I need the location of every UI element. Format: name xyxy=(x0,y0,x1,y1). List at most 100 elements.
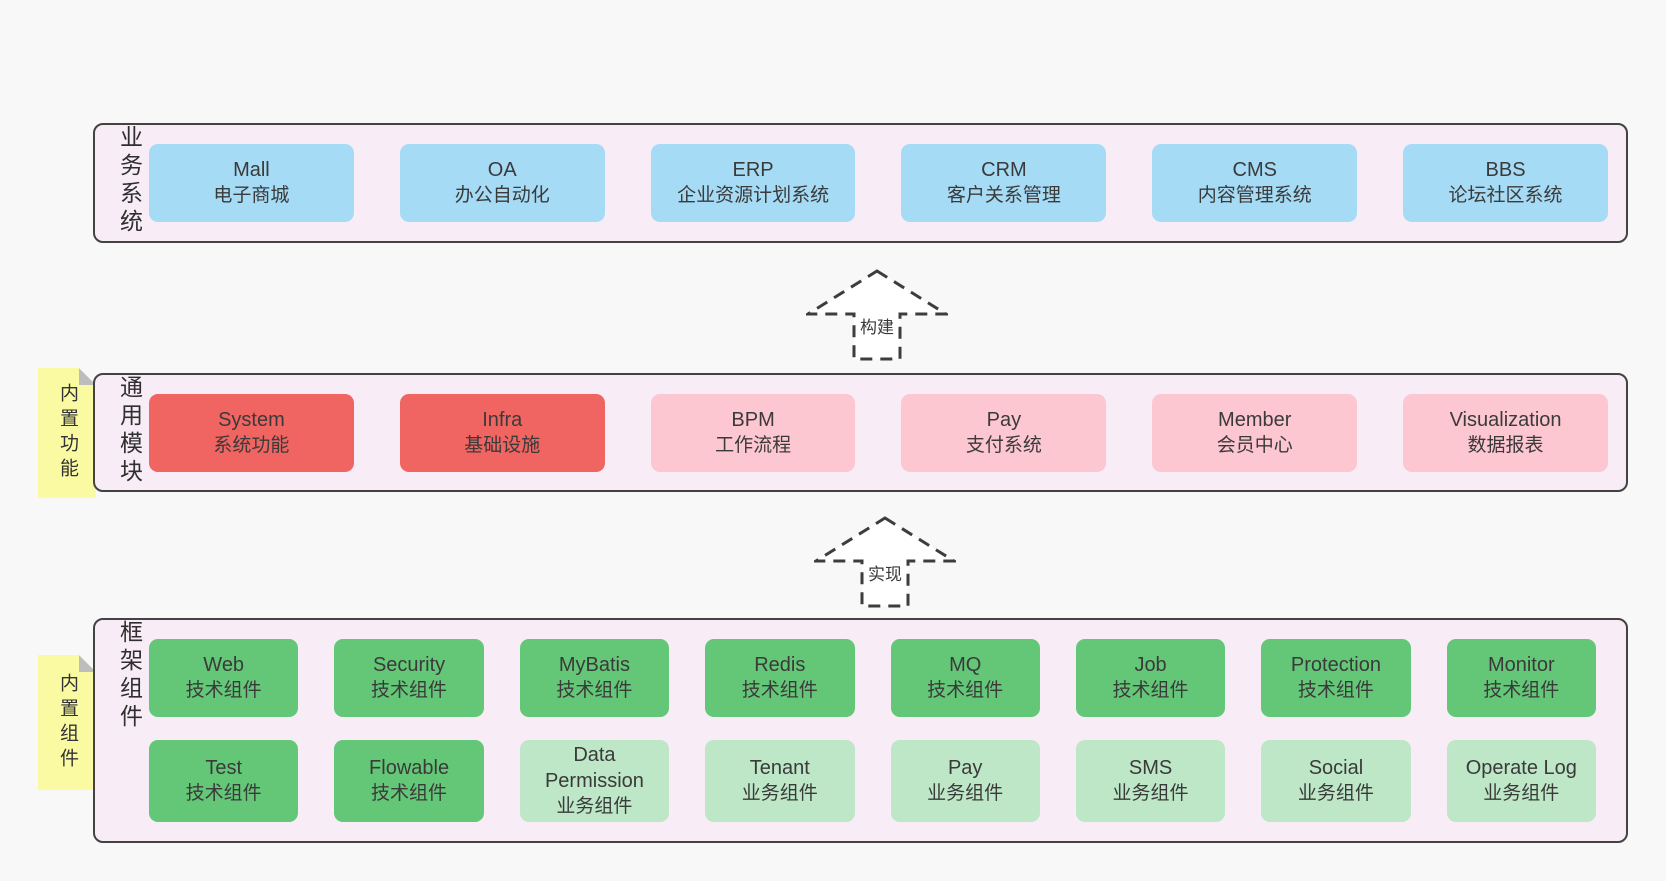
box-subtitle: 工作流程 xyxy=(715,434,792,456)
arrow-label: 实现 xyxy=(865,560,905,585)
box-infra: Infra 基础设施 xyxy=(399,393,605,472)
box-title: Flowable xyxy=(369,757,450,779)
box-title: BPM xyxy=(731,408,775,431)
component-row-1: Web 技术组件 Security 技术组件 MyBatis 技术组件 Redi… xyxy=(149,639,1596,717)
box-subtitle: 业务组件 xyxy=(1483,783,1560,804)
box-bpm: BPM 工作流程 xyxy=(650,393,856,472)
box-subtitle: 会员中心 xyxy=(1216,434,1293,456)
box-subtitle: 业务组件 xyxy=(1297,783,1374,804)
component-row-2: Test 技术组件 Flowable 技术组件 Data Permission … xyxy=(149,740,1596,822)
box-social: Social 业务组件 xyxy=(1261,740,1411,822)
box-subtitle: 技术组件 xyxy=(371,680,448,701)
box-sms: SMS 业务组件 xyxy=(1075,740,1226,822)
box-title: Member xyxy=(1218,408,1292,431)
box-subtitle: 业务组件 xyxy=(556,796,633,817)
box-flowable: Flowable 技术组件 xyxy=(334,740,484,822)
box-member: Member 会员中心 xyxy=(1152,393,1358,472)
box-subtitle: 技术组件 xyxy=(185,680,262,701)
arrow-label: 构建 xyxy=(857,313,897,338)
box-title: Data Permission xyxy=(544,744,644,792)
box-title: Security xyxy=(372,654,446,676)
box-subtitle: 业务组件 xyxy=(741,783,818,804)
box-system: System 系统功能 xyxy=(149,393,354,472)
box-subtitle: 系统功能 xyxy=(213,434,290,456)
box-pay-business: Pay 业务组件 xyxy=(890,740,1040,822)
box-subtitle: 技术组件 xyxy=(371,783,448,804)
band-label: 业务系统 xyxy=(116,125,143,237)
band-label: 框架组件 xyxy=(116,620,143,732)
sticky-note-builtin-features: 内置功能 xyxy=(38,368,96,498)
box-title: Operate Log xyxy=(1465,757,1577,779)
box-security: Security 技术组件 xyxy=(334,639,484,717)
box-protection: Protection 技术组件 xyxy=(1261,639,1411,717)
box-title: MQ xyxy=(949,654,982,676)
band-business-systems: 业务系统 Mall 电子商城 OA 办公自动化 ERP 企业资源计划系统 CRM… xyxy=(93,123,1628,243)
sticky-note-label: 内置功能 xyxy=(57,383,78,483)
box-title: Job xyxy=(1134,654,1167,676)
box-operate-log: Operate Log 业务组件 xyxy=(1446,740,1596,822)
box-title: Web xyxy=(203,654,245,676)
box-title: OA xyxy=(487,159,517,181)
box-title: Monitor xyxy=(1487,654,1555,676)
arrow-implement: 实现 xyxy=(814,516,956,608)
box-title: BBS xyxy=(1485,159,1526,181)
box-title: CMS xyxy=(1232,159,1277,181)
box-pay: Pay 支付系统 xyxy=(901,393,1107,472)
box-visualization: Visualization 数据报表 xyxy=(1403,393,1608,472)
box-redis: Redis 技术组件 xyxy=(705,639,855,717)
box-subtitle: 业务组件 xyxy=(1112,783,1189,804)
box-job: Job 技术组件 xyxy=(1075,639,1226,717)
box-title: Protection xyxy=(1290,654,1381,676)
box-subtitle: 办公自动化 xyxy=(454,185,550,206)
box-subtitle: 基础设施 xyxy=(464,434,541,456)
box-oa: OA 办公自动化 xyxy=(399,144,605,222)
box-title: Mall xyxy=(233,159,270,181)
box-subtitle: 技术组件 xyxy=(1112,680,1189,701)
box-test: Test 技术组件 xyxy=(149,740,299,822)
box-subtitle: 客户关系管理 xyxy=(946,185,1061,206)
box-title: ERP xyxy=(732,159,774,181)
box-erp: ERP 企业资源计划系统 xyxy=(650,144,856,222)
band-label: 通用模块 xyxy=(116,375,143,487)
box-title: Pay xyxy=(986,408,1022,431)
band-common-modules: 通用模块 System 系统功能 Infra 基础设施 BPM 工作流程 Pay… xyxy=(93,373,1628,492)
box-web: Web 技术组件 xyxy=(149,639,299,717)
band-boxes: Mall 电子商城 OA 办公自动化 ERP 企业资源计划系统 CRM 客户关系… xyxy=(149,125,1626,241)
box-subtitle: 技术组件 xyxy=(185,783,262,804)
box-subtitle: 数据报表 xyxy=(1467,434,1544,456)
box-crm: CRM 客户关系管理 xyxy=(901,144,1107,222)
box-subtitle: 技术组件 xyxy=(1297,680,1374,701)
box-subtitle: 业务组件 xyxy=(927,783,1004,804)
box-tenant: Tenant 业务组件 xyxy=(705,740,855,822)
box-title: Redis xyxy=(754,654,806,676)
box-subtitle: 技术组件 xyxy=(1483,680,1560,701)
box-subtitle: 技术组件 xyxy=(556,680,633,701)
box-title: MyBatis xyxy=(558,654,630,676)
box-title: System xyxy=(218,408,285,431)
arrow-build: 构建 xyxy=(806,269,948,361)
box-title: SMS xyxy=(1128,757,1173,779)
sticky-note-label: 内置组件 xyxy=(57,672,78,773)
box-data-permission: Data Permission 业务组件 xyxy=(519,740,670,822)
box-subtitle: 支付系统 xyxy=(965,434,1042,456)
box-subtitle: 技术组件 xyxy=(741,680,818,701)
band-boxes: Web 技术组件 Security 技术组件 MyBatis 技术组件 Redi… xyxy=(149,620,1626,841)
box-title: Test xyxy=(205,757,243,779)
box-title: Pay xyxy=(947,757,983,779)
box-mall: Mall 电子商城 xyxy=(149,144,354,222)
box-subtitle: 技术组件 xyxy=(927,680,1004,701)
box-subtitle: 企业资源计划系统 xyxy=(677,185,830,206)
box-title: Visualization xyxy=(1449,408,1562,431)
band-boxes: System 系统功能 Infra 基础设施 BPM 工作流程 Pay 支付系统… xyxy=(149,375,1626,490)
box-bbs: BBS 论坛社区系统 xyxy=(1403,144,1608,222)
box-cms: CMS 内容管理系统 xyxy=(1152,144,1358,222)
box-mybatis: MyBatis 技术组件 xyxy=(519,639,670,717)
box-title: CRM xyxy=(981,159,1027,181)
box-subtitle: 论坛社区系统 xyxy=(1448,185,1563,206)
box-title: Infra xyxy=(482,408,523,431)
box-title: Tenant xyxy=(749,757,810,779)
box-title: Social xyxy=(1308,757,1364,779)
band-framework-components: 框架组件 Web 技术组件 Security 技术组件 MyBatis 技术组件… xyxy=(93,618,1628,843)
box-subtitle: 电子商城 xyxy=(213,185,290,206)
